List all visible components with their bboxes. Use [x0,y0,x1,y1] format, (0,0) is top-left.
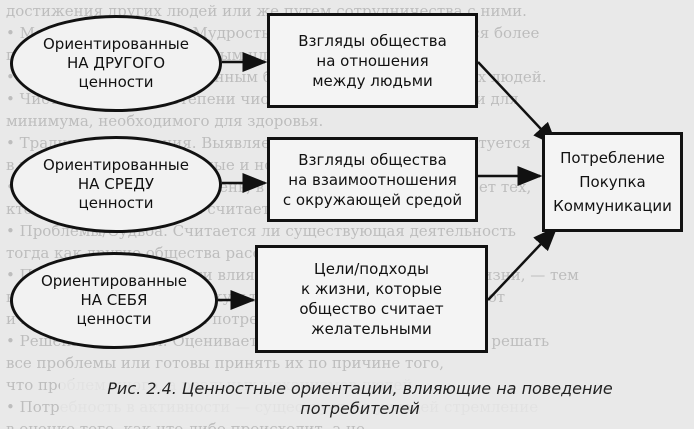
box-line: Покупка [579,173,646,191]
box-line: с окружающей средой [282,190,463,209]
box-views-on-environment: Взгляды общества на взаимоотношения с ок… [267,137,478,222]
oval-line: ценности [78,194,154,212]
oval-other-oriented-values: Ориентированные НА ДРУГОГО ценности [10,15,222,112]
oval-environment-oriented-values: Ориентированные НА СРЕДУ ценности [10,136,222,233]
box-consumption: Потребление Покупка Коммуникации [542,132,683,232]
figure-caption: Рис. 2.4. Ценностные ориентации, влияющи… [60,379,660,419]
box-line: общество считает [299,300,444,318]
box-line: Потребление [560,149,665,167]
oval-line: Ориентированные [42,35,189,53]
box-life-goals: Цели/подходы к жизни, которые общество с… [255,245,488,353]
oval-line: Ориентированные [42,156,189,174]
box-line: Взгляды общества [298,150,447,169]
box-line: между людьми [312,71,433,90]
caption-line-1: Рис. 2.4. Ценностные ориентации, влияющи… [107,379,613,398]
box-line: на отношения [316,51,429,70]
box-line: Взгляды общества [298,31,447,50]
box-views-on-relations: Взгляды общества на отношения между людь… [267,13,478,108]
arrow-relations-to-consumption [477,61,558,147]
box-line: Коммуникации [553,197,672,215]
caption-line-2: потребителей [300,399,420,418]
box-line: к жизни, которые [301,280,442,298]
box-line: желательными [311,320,432,338]
box-line: на взаимоотношения [288,170,457,189]
oval-line: ценности [78,73,154,91]
oval-line: Ориентированные [40,272,187,290]
arrow-goals-to-consumption [487,226,558,301]
oval-line: ценности [76,310,152,328]
oval-line: НА ДРУГОГО [66,54,166,72]
oval-line: НА СРЕДУ [77,175,155,193]
box-line: Цели/подходы [314,260,429,278]
oval-line: НА СЕБЯ [80,291,148,309]
oval-self-oriented-values: Ориентированные НА СЕБЯ ценности [10,252,218,349]
